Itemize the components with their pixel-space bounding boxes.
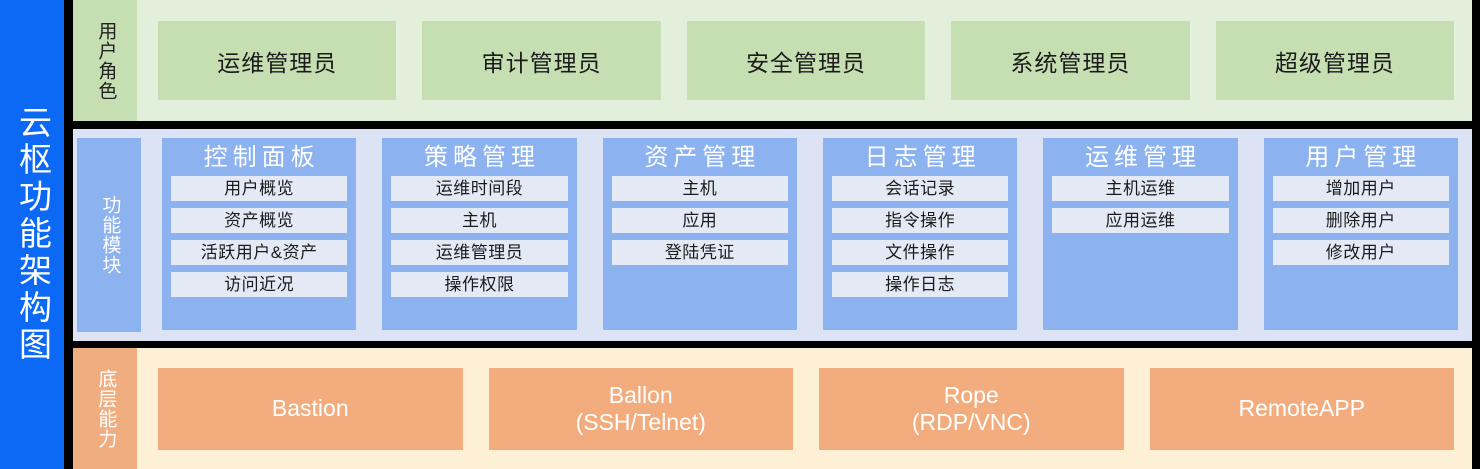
underlying-capabilities-band: 底层能力 Bastion Ballon (SSH/Telnet) Rope (R… xyxy=(73,348,1472,469)
role-label: 审计管理员 xyxy=(481,49,602,76)
underlying-capabilities-list: Bastion Ballon (SSH/Telnet) Rope (RDP/VN… xyxy=(137,348,1472,469)
module-item[interactable]: 运维时间段 xyxy=(391,175,568,201)
module-card-control-panel[interactable]: 控制面板 用户概览 资产概览 活跃用户&资产 访问近况 xyxy=(162,138,357,330)
user-roles-list: 运维管理员 审计管理员 安全管理员 系统管理员 超级管理员 xyxy=(137,0,1472,121)
capability-box-ballon[interactable]: Ballon (SSH/Telnet) xyxy=(488,367,793,450)
module-item[interactable]: 会话记录 xyxy=(831,175,1009,201)
module-item[interactable]: 应用运维 xyxy=(1052,207,1229,233)
module-card-asset-management[interactable]: 资产管理 主机 应用 登陆凭证 xyxy=(602,138,797,330)
capability-name: Ballon xyxy=(608,381,673,408)
capability-box-remoteapp[interactable]: RemoteAPP xyxy=(1149,367,1454,450)
module-title: 资产管理 xyxy=(644,144,761,171)
role-box[interactable]: 系统管理员 xyxy=(951,21,1190,100)
module-item[interactable]: 主机 xyxy=(611,175,788,201)
role-label: 超级管理员 xyxy=(1274,49,1395,76)
capability-box-bastion[interactable]: Bastion xyxy=(158,367,463,450)
module-card-policy-management[interactable]: 策略管理 运维时间段 主机 运维管理员 操作权限 xyxy=(382,138,577,330)
module-item[interactable]: 操作日志 xyxy=(831,271,1009,297)
module-item[interactable]: 访问近况 xyxy=(171,271,348,297)
module-title: 策略管理 xyxy=(423,144,540,171)
role-label: 系统管理员 xyxy=(1010,49,1131,76)
capability-protocol: (RDP/VNC) xyxy=(911,408,1031,435)
user-roles-band: 用户角色 运维管理员 审计管理员 安全管理员 系统管理员 超级管理员 xyxy=(73,0,1472,121)
role-label: 安全管理员 xyxy=(746,49,867,76)
module-item-list: 用户概览 资产概览 活跃用户&资产 访问近况 xyxy=(171,175,348,297)
module-title: 用户管理 xyxy=(1305,144,1422,171)
module-card-user-management[interactable]: 用户管理 增加用户 删除用户 修改用户 xyxy=(1263,138,1458,330)
module-title: 运维管理 xyxy=(1084,144,1201,171)
role-box[interactable]: 安全管理员 xyxy=(686,21,926,100)
role-box[interactable]: 运维管理员 xyxy=(158,21,397,100)
module-item-list: 增加用户 删除用户 修改用户 xyxy=(1272,175,1449,265)
function-modules-band: 功能模块 控制面板 用户概览 资产概览 活跃用户&资产 访问近况 策略管理 运维… xyxy=(73,129,1472,341)
capability-name: Bastion xyxy=(271,395,349,422)
module-item[interactable]: 活跃用户&资产 xyxy=(171,239,348,265)
module-item[interactable]: 文件操作 xyxy=(831,239,1009,265)
role-box[interactable]: 审计管理员 xyxy=(422,21,661,100)
module-item[interactable]: 修改用户 xyxy=(1272,239,1449,265)
function-modules-label: 功能模块 xyxy=(77,138,141,332)
capability-name: RemoteAPP xyxy=(1238,395,1366,422)
module-item[interactable]: 主机 xyxy=(391,207,568,233)
module-title: 日志管理 xyxy=(864,144,981,171)
function-modules-list: 控制面板 用户概览 资产概览 活跃用户&资产 访问近况 策略管理 运维时间段 主… xyxy=(141,129,1472,341)
module-item[interactable]: 用户概览 xyxy=(171,175,348,201)
module-item[interactable]: 删除用户 xyxy=(1272,207,1449,233)
module-title: 控制面板 xyxy=(203,144,320,171)
role-box[interactable]: 超级管理员 xyxy=(1215,21,1455,100)
module-item[interactable]: 主机运维 xyxy=(1052,175,1229,201)
module-item-list: 主机 应用 登陆凭证 xyxy=(611,175,788,265)
module-card-ops-management[interactable]: 运维管理 主机运维 应用运维 xyxy=(1043,138,1238,330)
module-item[interactable]: 登陆凭证 xyxy=(611,239,788,265)
function-modules-label-text: 功能模块 xyxy=(99,195,121,275)
module-item-list: 运维时间段 主机 运维管理员 操作权限 xyxy=(391,175,568,297)
module-card-log-management[interactable]: 日志管理 会话记录 指令操作 文件操作 操作日志 xyxy=(822,138,1018,330)
diagram-title: 云枢功能架构图 xyxy=(14,105,52,364)
module-item[interactable]: 操作权限 xyxy=(391,271,568,297)
role-label: 运维管理员 xyxy=(217,49,338,76)
module-item[interactable]: 运维管理员 xyxy=(391,239,568,265)
capability-protocol: (SSH/Telnet) xyxy=(575,408,706,435)
module-item[interactable]: 增加用户 xyxy=(1272,175,1449,201)
module-item-list: 主机运维 应用运维 xyxy=(1052,175,1229,233)
module-item[interactable]: 指令操作 xyxy=(831,207,1009,233)
underlying-capabilities-label-text: 底层能力 xyxy=(95,368,117,449)
underlying-capabilities-label: 底层能力 xyxy=(73,348,137,469)
module-item-list: 会话记录 指令操作 文件操作 操作日志 xyxy=(831,175,1009,297)
capability-name: Rope xyxy=(943,381,999,408)
diagram-title-bar: 云枢功能架构图 xyxy=(0,0,64,469)
capability-box-rope[interactable]: Rope (RDP/VNC) xyxy=(819,367,1124,450)
user-roles-label-text: 用户角色 xyxy=(95,20,117,101)
module-item[interactable]: 资产概览 xyxy=(171,207,348,233)
module-item[interactable]: 应用 xyxy=(611,207,788,233)
user-roles-label: 用户角色 xyxy=(73,0,137,121)
